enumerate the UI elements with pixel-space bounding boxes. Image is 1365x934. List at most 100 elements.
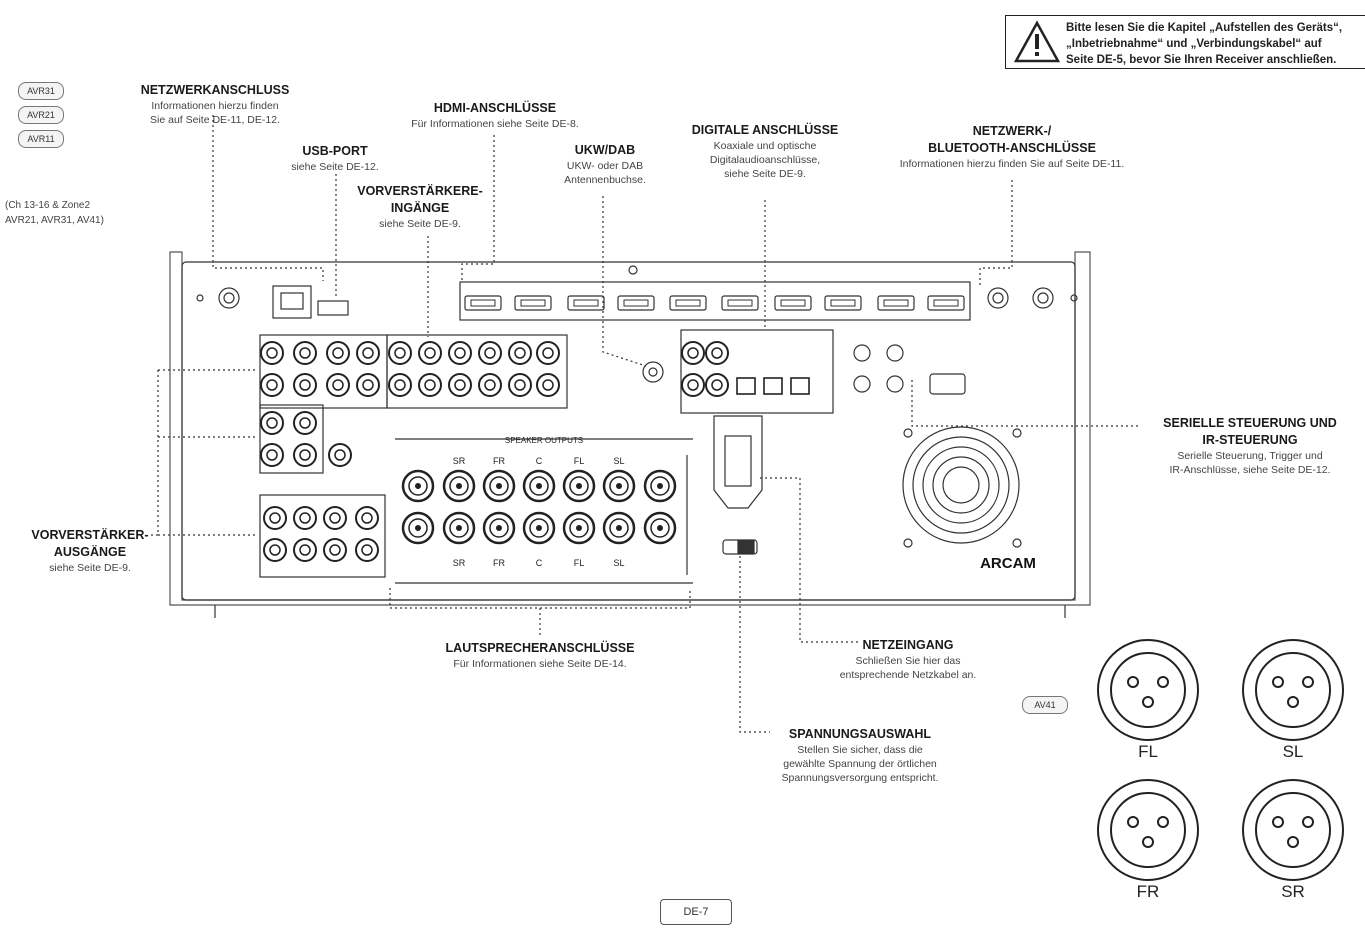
callout-voltage-line-2: gewählte Spannung der örtlichen (783, 758, 937, 771)
callout-preamp-in: VORVERSTÄRKERE- INGÄNGE siehe Seite DE-9… (340, 183, 500, 231)
rca-jack-icon (448, 341, 472, 365)
rca-jacks (260, 341, 729, 562)
callout-bluetooth-title-1: NETZWERK-/ (972, 124, 1052, 138)
callout-network-line-1: Informationen hierzu finden (151, 99, 279, 112)
callout-power-line-2: entsprechende Netzkabel an. (839, 669, 977, 682)
callout-serial-title-2: IR-STEUERUNG (1202, 432, 1298, 447)
callout-digital-line-2: Digitalaudioanschlüsse, (709, 154, 821, 167)
callout-digital-line-1: Koaxiale und optische (713, 139, 817, 152)
speaker-top-label: FR (493, 456, 505, 466)
callout-ukw-line-1: UKW- oder DAB (566, 159, 644, 172)
rca-jack-icon (681, 341, 705, 365)
optical-port-icon (790, 377, 810, 395)
callout-serial-line-1: Serielle Steuerung, Trigger und (1177, 449, 1323, 462)
rca-jack-icon (263, 506, 287, 530)
zone-note: (Ch 13-16 & Zone2 AVR21, AVR31, AV41) (5, 198, 104, 228)
callout-preamp-out-title-2: AUSGÄNGE (53, 544, 127, 559)
badge-avr21: AVR21 (18, 106, 64, 124)
callout-preamp-out-title-1: VORVERSTÄRKER- (31, 528, 149, 542)
callout-preamp-out-line-1: siehe Seite DE-9. (49, 561, 131, 574)
rca-jack-icon (293, 506, 317, 530)
rca-jack-icon (448, 373, 472, 397)
xlr-label-sr: SR (1281, 882, 1305, 901)
rca-jack-icon (260, 411, 284, 435)
speaker-terminal-icon (602, 511, 636, 545)
leader-ukw (602, 196, 647, 367)
speaker-terminal-icon (562, 511, 596, 545)
speaker-terminal-icon (522, 511, 556, 545)
page-number: DE-7 (660, 899, 732, 925)
warning-line-3: Seite DE-5, bevor Sie Ihren Receiver ans… (1066, 54, 1337, 66)
rca-jack-icon (356, 373, 380, 397)
callout-speakers-title: LAUTSPRECHERANSCHLÜSSE (445, 641, 635, 655)
callout-speakers: LAUTSPRECHERANSCHLÜSSE Für Informationen… (400, 640, 680, 671)
callout-hdmi: HDMI-ANSCHLÜSSE Für Informationen siehe … (375, 100, 615, 131)
rca-jack-icon (418, 341, 442, 365)
xlr-fl-icon (1097, 639, 1199, 741)
speaker-top-label: C (536, 456, 543, 466)
speaker-bottom-label: FL (574, 558, 585, 568)
xlr-label-fr: FR (1136, 882, 1160, 901)
badge-avr11: AVR11 (18, 130, 64, 148)
callout-power: NETZEINGANG Schließen Sie hier das entsp… (818, 637, 998, 682)
rca-jack-icon (536, 341, 560, 365)
leader-hdmi (461, 135, 495, 280)
rca-jack-icon (293, 411, 317, 435)
callout-voltage-line-3: Spannungsversorgung entspricht. (781, 772, 939, 785)
zone-note-line-1: (Ch 13-16 & Zone2 (5, 200, 91, 211)
rca-jack-icon (323, 538, 347, 562)
warning-line-2: „Inbetriebnahme“ und „Verbindungskabel“ … (1066, 38, 1322, 50)
callout-serial: SERIELLE STEUERUNG UND IR-STEUERUNG Seri… (1140, 415, 1360, 477)
rca-jack-icon (508, 373, 532, 397)
callout-ukw-title: UKW/DAB (574, 143, 636, 157)
rca-jack-icon (293, 373, 317, 397)
hdmi-port (567, 295, 605, 311)
hdmi-port (617, 295, 655, 311)
xlr-sl-icon (1242, 639, 1344, 741)
leader-preamp-out-1 (148, 370, 159, 536)
rca-jack-icon (478, 373, 502, 397)
rca-jack-icon (478, 341, 502, 365)
speaker-terminal-icon (482, 511, 516, 545)
callout-bluetooth-title-2: BLUETOOTH-ANSCHLÜSSE (928, 140, 1096, 155)
callout-preamp-in-line-1: siehe Seite DE-9. (379, 217, 461, 230)
callout-voltage: SPANNUNGSAUSWAHL Stellen Sie sicher, das… (745, 726, 975, 785)
speaker-terminal-icon (442, 469, 476, 503)
rca-jack-icon (263, 538, 287, 562)
callout-preamp-out: VORVERSTÄRKER- AUSGÄNGE siehe Seite DE-9… (15, 527, 165, 575)
rca-jack-icon (326, 373, 350, 397)
warning-box: Bitte lesen Sie die Kapitel „Aufstellen … (1005, 15, 1365, 69)
leader-bluetooth (979, 180, 1013, 285)
leader-voltage (739, 556, 770, 733)
speaker-top-label: FL (574, 456, 585, 466)
rca-jack-icon (705, 373, 729, 397)
callout-network-line-2: Sie auf Seite DE-11, DE-12. (150, 114, 280, 127)
rca-jack-icon (355, 506, 379, 530)
callout-digital: DIGITALE ANSCHLÜSSE Koaxiale und optisch… (675, 122, 855, 181)
hdmi-port (464, 295, 502, 311)
hdmi-port (877, 295, 915, 311)
rca-jack-icon (418, 373, 442, 397)
callout-ukw: UKW/DAB UKW- oder DAB Antennenbuchse. (535, 142, 675, 187)
leader-network (212, 115, 324, 281)
hdmi-port (514, 295, 552, 311)
speaker-top-label: SL (613, 456, 624, 466)
speaker-terminal-icon (602, 469, 636, 503)
callout-usb-line-1: siehe Seite DE-12. (291, 160, 379, 173)
optical-port-icon (736, 377, 756, 395)
callout-ukw-line-2: Antennenbuchse. (564, 174, 646, 187)
hdmi-port (824, 295, 862, 311)
callout-preamp-in-title-1: VORVERSTÄRKERE- (357, 184, 483, 198)
hdmi-ports (464, 295, 965, 311)
rca-jack-icon (326, 341, 350, 365)
speaker-terminal-icon (562, 469, 596, 503)
hdmi-port (669, 295, 707, 311)
warning-triangle-icon (1013, 20, 1061, 63)
callout-hdmi-line-1: Für Informationen siehe Seite DE-8. (411, 117, 579, 130)
callout-power-line-1: Schließen Sie hier das (855, 654, 961, 667)
rca-jack-icon (388, 341, 412, 365)
xlr-fr-icon (1097, 779, 1199, 881)
leader-serial (911, 380, 1138, 427)
speaker-terminals (401, 469, 677, 545)
